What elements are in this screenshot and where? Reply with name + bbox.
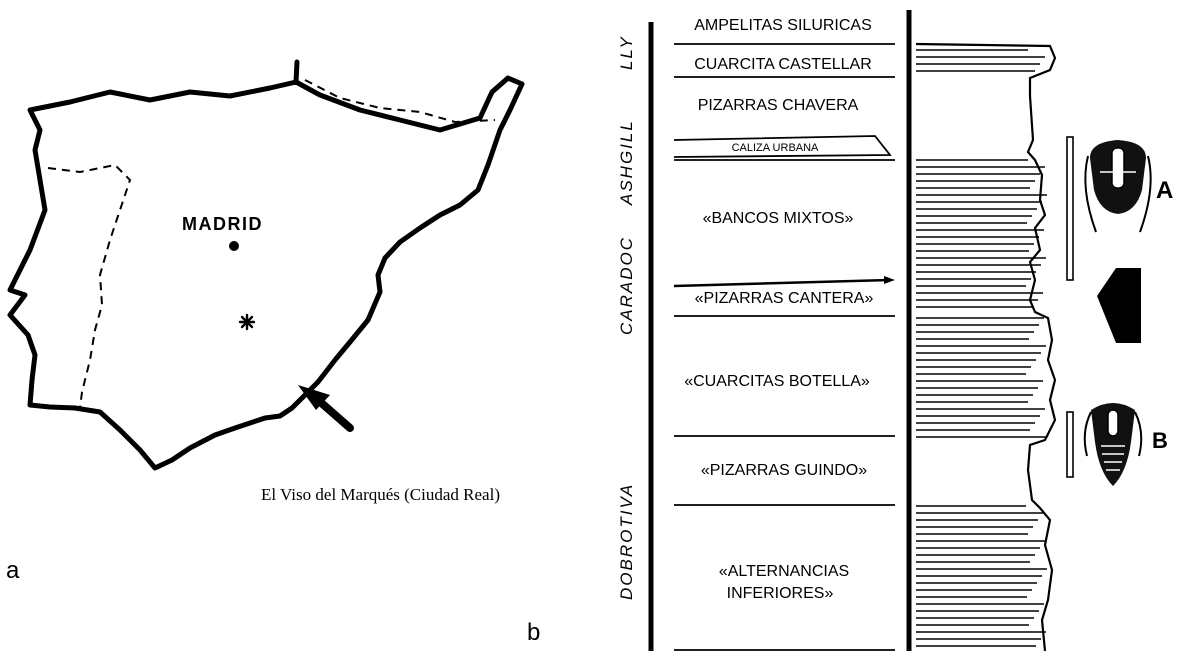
fossil-label-b: B [1152,428,1168,453]
portugal-border [47,163,132,409]
left-arrow-icon [1097,268,1141,343]
unit-pizarras-chavera: PIZARRAS CHAVERA [698,97,859,114]
location-arrow-icon [298,385,354,432]
cantera-tip [884,276,895,284]
lithology-profile [915,42,1057,651]
unit-cuarcitas-botella: «CUARCITAS BOTELLA» [684,373,870,390]
locality-asterisk-icon [238,313,256,331]
period-label-caradoc: CARADOC [617,236,636,335]
unit-alternancias-1: «ALTERNANCIAS [719,563,849,580]
range-bar-a [1066,136,1074,281]
unit-bancos-mixtos: «BANCOS MIXTOS» [703,210,854,227]
fossil-label-a: A [1156,177,1173,204]
trilobite-a-icon [1084,140,1152,233]
range-bar-b [1066,411,1074,478]
iberia-coastline [7,75,525,471]
period-label-lly: LLY [617,35,636,70]
unit-caliza-urbana: CALIZA URBANA [732,142,819,154]
unit-pizarras-guindo: «PIZARRAS GUINDO» [701,462,867,479]
unit-cuarcita-castellar: CUARCITA CASTELLAR [694,56,872,73]
caliza-urbana-bed [673,135,892,158]
unit-ampelitas: AMPELITAS SILURICAS [694,17,872,34]
period-label-ashgill: ASHGILL [617,119,636,206]
ne-border-top [293,59,300,85]
strat-column: LLY ASHGILL CARADOC DOBROTIVA AMPELITAS … [617,10,1173,651]
unit-pizarras-cantera: «PIZARRAS CANTERA» [695,290,874,307]
trilobite-b-icon [1083,403,1143,486]
locality-caption: El Viso del Marqués (Ciudad Real) [261,485,500,504]
bedding-hatch [916,49,1047,647]
panel-label-b: b [527,619,540,646]
unit-boundaries [674,43,895,651]
madrid-dot [229,241,239,251]
panel-label-a: a [6,557,20,584]
unit-alternancias-2: INFERIORES» [727,585,834,602]
period-label-dobrotiva: DOBROTIVA [617,483,636,600]
iberia-map: MADRID [7,59,525,471]
france-border [304,79,496,124]
pizarras-cantera-bed [673,278,891,288]
madrid-label: MADRID [182,214,263,234]
